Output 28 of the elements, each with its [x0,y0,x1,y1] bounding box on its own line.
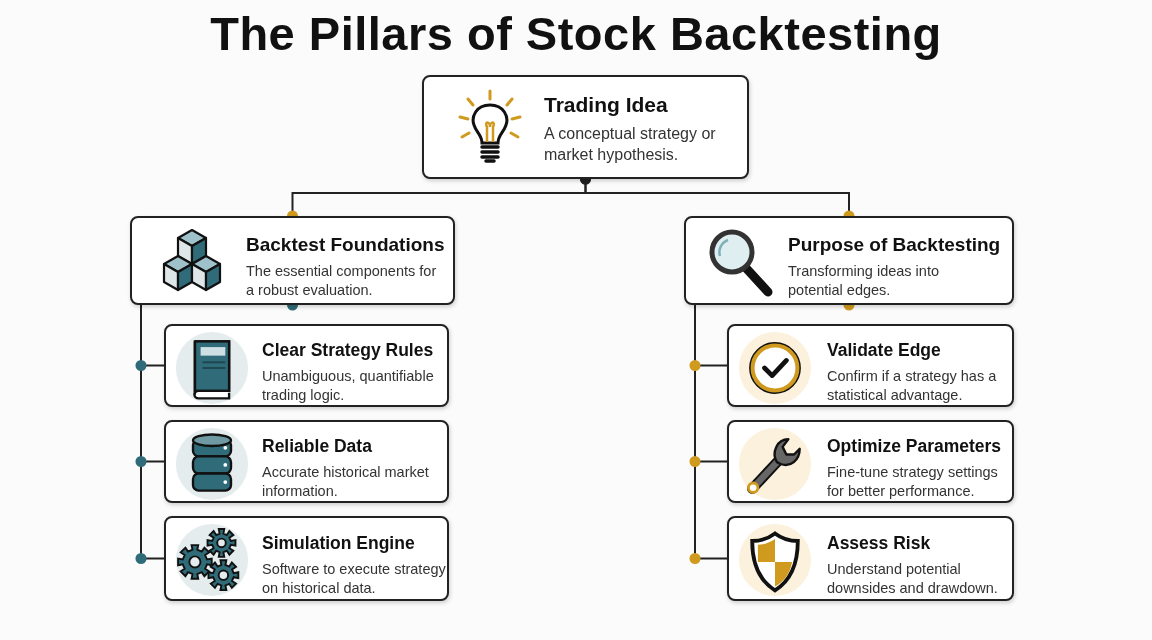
card-description: Understand potential downsides and drawdown. [827,560,999,598]
card-title: Trading Idea [544,93,668,117]
card-description: Fine-tune strategy settings for better performance. [827,463,999,501]
card-title: Optimize Parameters [827,436,1002,457]
item-card [727,420,1014,503]
card-description: A conceptual strategy or market hypothesis. [544,124,717,165]
category-card [422,75,749,179]
item-card [164,324,449,407]
card-title: Reliable Data [262,436,372,457]
card-description: Unambiguous, quantifiable trading logic. [262,367,435,405]
item-card [164,420,449,503]
card-description: Transforming ideas into potential edges. [788,262,940,300]
item-card [727,516,1014,601]
card-description: Accurate historical market information. [262,463,430,501]
card-description: Confirm if a strategy has a statistical advantage. [827,367,998,405]
diagram-title: The Pillars of Stock Backtesting [209,6,943,61]
card-title: Simulation Engine [262,533,415,554]
card-title: Backtest Foundations [246,234,445,256]
category-card [684,216,1014,305]
item-card [164,516,449,601]
card-description: Software to execute strategy on historical data. [262,560,447,598]
card-description: The essential components for a robust evaluation. [246,262,438,300]
card-title: Clear Strategy Rules [262,340,434,361]
card-title: Assess Risk [827,533,931,554]
card-title: Purpose of Backtesting [788,234,1001,256]
category-card [130,216,455,305]
item-card [727,324,1014,407]
card-title: Validate Edge [827,340,941,361]
